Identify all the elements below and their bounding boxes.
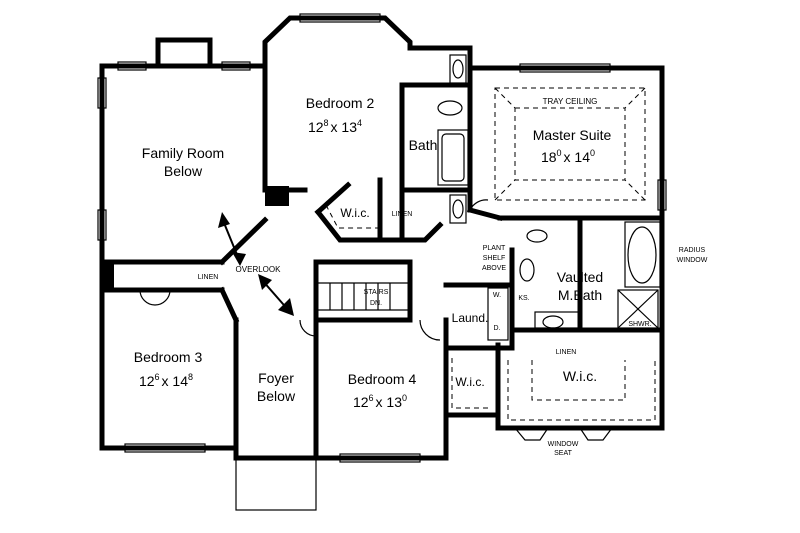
plant-shelf-line1: PLANT bbox=[483, 245, 506, 252]
bedroom4-w-in: 6 bbox=[369, 393, 374, 403]
washer-label: W. bbox=[493, 292, 501, 299]
radius-window-line1: RADIUS bbox=[679, 247, 706, 254]
ks-label: KS. bbox=[518, 295, 529, 302]
bedroom3-w: 12 bbox=[139, 373, 155, 389]
window-seat-line1: WINDOW bbox=[548, 441, 579, 448]
bedroom2-w-in: 8 bbox=[324, 118, 329, 128]
linen-master-label: LINEN bbox=[556, 349, 577, 356]
bedroom2-d-in: 4 bbox=[357, 118, 362, 128]
overlook-arrows bbox=[218, 212, 294, 316]
bedroom4-w: 12 bbox=[353, 394, 369, 410]
bedroom2-sep: x 13 bbox=[331, 119, 358, 135]
master-suite-label: Master Suite bbox=[533, 127, 612, 143]
linen-bed3-label: LINEN bbox=[198, 274, 219, 281]
foyer-sublabel: Below bbox=[257, 388, 296, 404]
vaulted-bath-line2: M.Bath bbox=[558, 287, 602, 303]
window-seat-line2: SEAT bbox=[554, 450, 572, 457]
radius-window-line2: WINDOW bbox=[677, 257, 708, 264]
walls bbox=[99, 15, 665, 461]
shower-label: SHWR. bbox=[628, 321, 651, 328]
master-w-in: 0 bbox=[557, 148, 562, 158]
bedroom3-w-in: 6 bbox=[155, 372, 160, 382]
master-sep: x 14 bbox=[564, 149, 591, 165]
plant-shelf-line3: ABOVE bbox=[482, 265, 506, 272]
bedroom2-w: 12 bbox=[308, 119, 324, 135]
foyer-label: Foyer bbox=[258, 370, 294, 386]
stair-treads bbox=[316, 282, 410, 311]
bedroom3-d-in: 8 bbox=[188, 372, 193, 382]
bath-label: Bath bbox=[409, 137, 438, 153]
bedroom4-sep: x 13 bbox=[376, 394, 403, 410]
bedroom3-label: Bedroom 3 bbox=[134, 349, 203, 365]
linen-bed2-label: LINEN bbox=[392, 211, 413, 218]
master-d-in: 0 bbox=[590, 148, 595, 158]
fixtures bbox=[97, 13, 667, 511]
master-w: 18 bbox=[541, 149, 557, 165]
dryer-label: D. bbox=[494, 325, 501, 332]
family-room-label: Family Room bbox=[142, 145, 224, 161]
family-room-sublabel: Below bbox=[164, 163, 203, 179]
tray-ceiling-label: TRAY CEILING bbox=[543, 97, 598, 106]
bedroom4-label: Bedroom 4 bbox=[348, 371, 417, 387]
laundry-label: Laund. bbox=[452, 311, 489, 325]
stairs-line1: STAIRS bbox=[364, 289, 389, 296]
bedroom3-sep: x 14 bbox=[162, 373, 189, 389]
vaulted-bath-line1: Vaulted bbox=[557, 269, 603, 285]
bedroom4-d-in: 0 bbox=[402, 393, 407, 403]
bedroom2-label: Bedroom 2 bbox=[306, 95, 375, 111]
stairs-line2: DN. bbox=[370, 300, 382, 307]
overlook-label: OVERLOOK bbox=[236, 265, 282, 274]
plant-shelf-line2: SHELF bbox=[483, 255, 506, 262]
wic-master-label: W.i.c. bbox=[563, 368, 597, 384]
wic-bed4-label: W.i.c. bbox=[455, 375, 484, 389]
wic-bed2-label: W.i.c. bbox=[340, 206, 369, 220]
